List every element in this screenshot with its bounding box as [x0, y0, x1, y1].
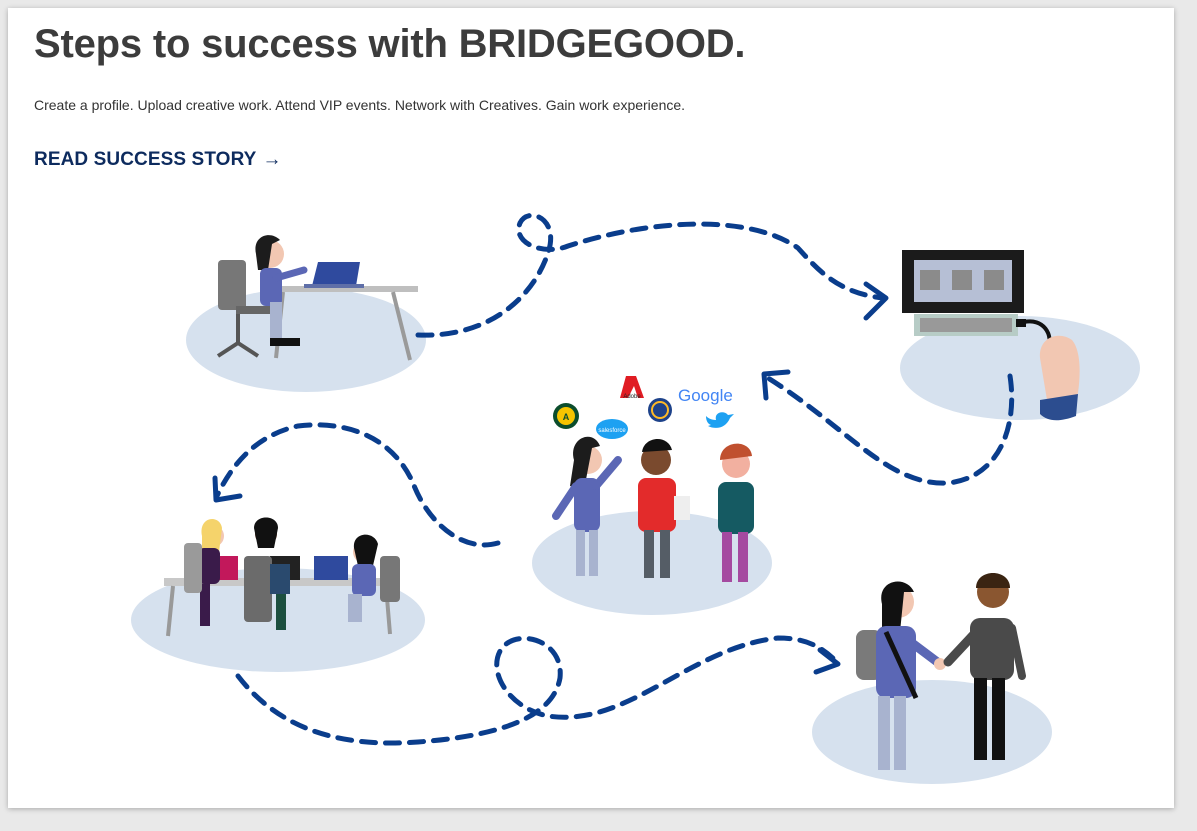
- network-scene: [164, 517, 400, 637]
- journey-path: [213, 212, 1015, 746]
- path-arrowhead-icon: [863, 281, 889, 321]
- adobe-logo-icon: [620, 376, 644, 398]
- laptop-icon: [312, 262, 360, 286]
- path-arrowhead-icon: [761, 369, 791, 401]
- success-steps-card: Steps to success with BRIDGEGOOD. Create…: [8, 8, 1174, 808]
- read-success-story-label: READ SUCCESS STORY: [34, 149, 257, 170]
- path-arrowhead-icon: [212, 475, 243, 503]
- work-experience-scene: [856, 573, 1026, 770]
- path-arrowhead-icon: [813, 647, 841, 675]
- platforms: [131, 288, 1140, 784]
- vip-events-scene: A salesforce Adobe Google: [552, 376, 754, 582]
- backpack-icon: [856, 630, 882, 680]
- hand-icon: [1039, 335, 1080, 406]
- upload-work-scene: [902, 250, 1080, 421]
- platform-upload: [900, 316, 1140, 420]
- google-logo-text: Google: [678, 386, 733, 405]
- profile-desk-scene: [216, 235, 418, 361]
- arrow-right-icon: →: [262, 149, 282, 170]
- page-subtitle: Create a profile. Upload creative work. …: [34, 97, 686, 113]
- salesforce-logo-text: salesforce: [598, 428, 626, 434]
- laptop-icon: [314, 556, 348, 580]
- adobe-logo-text: Adobe: [623, 394, 641, 400]
- twitter-bird-icon: [706, 412, 734, 428]
- svg-text:A: A: [563, 412, 570, 422]
- path-arrowheads: [212, 281, 889, 675]
- platform-work: [812, 680, 1052, 784]
- steps-illustration: A salesforce Adobe Google: [131, 212, 1140, 784]
- page-title: Steps to success with BRIDGEGOOD.: [34, 22, 746, 66]
- read-success-story-link[interactable]: READ SUCCESS STORY→: [34, 149, 282, 171]
- salesforce-logo-icon: [596, 419, 628, 439]
